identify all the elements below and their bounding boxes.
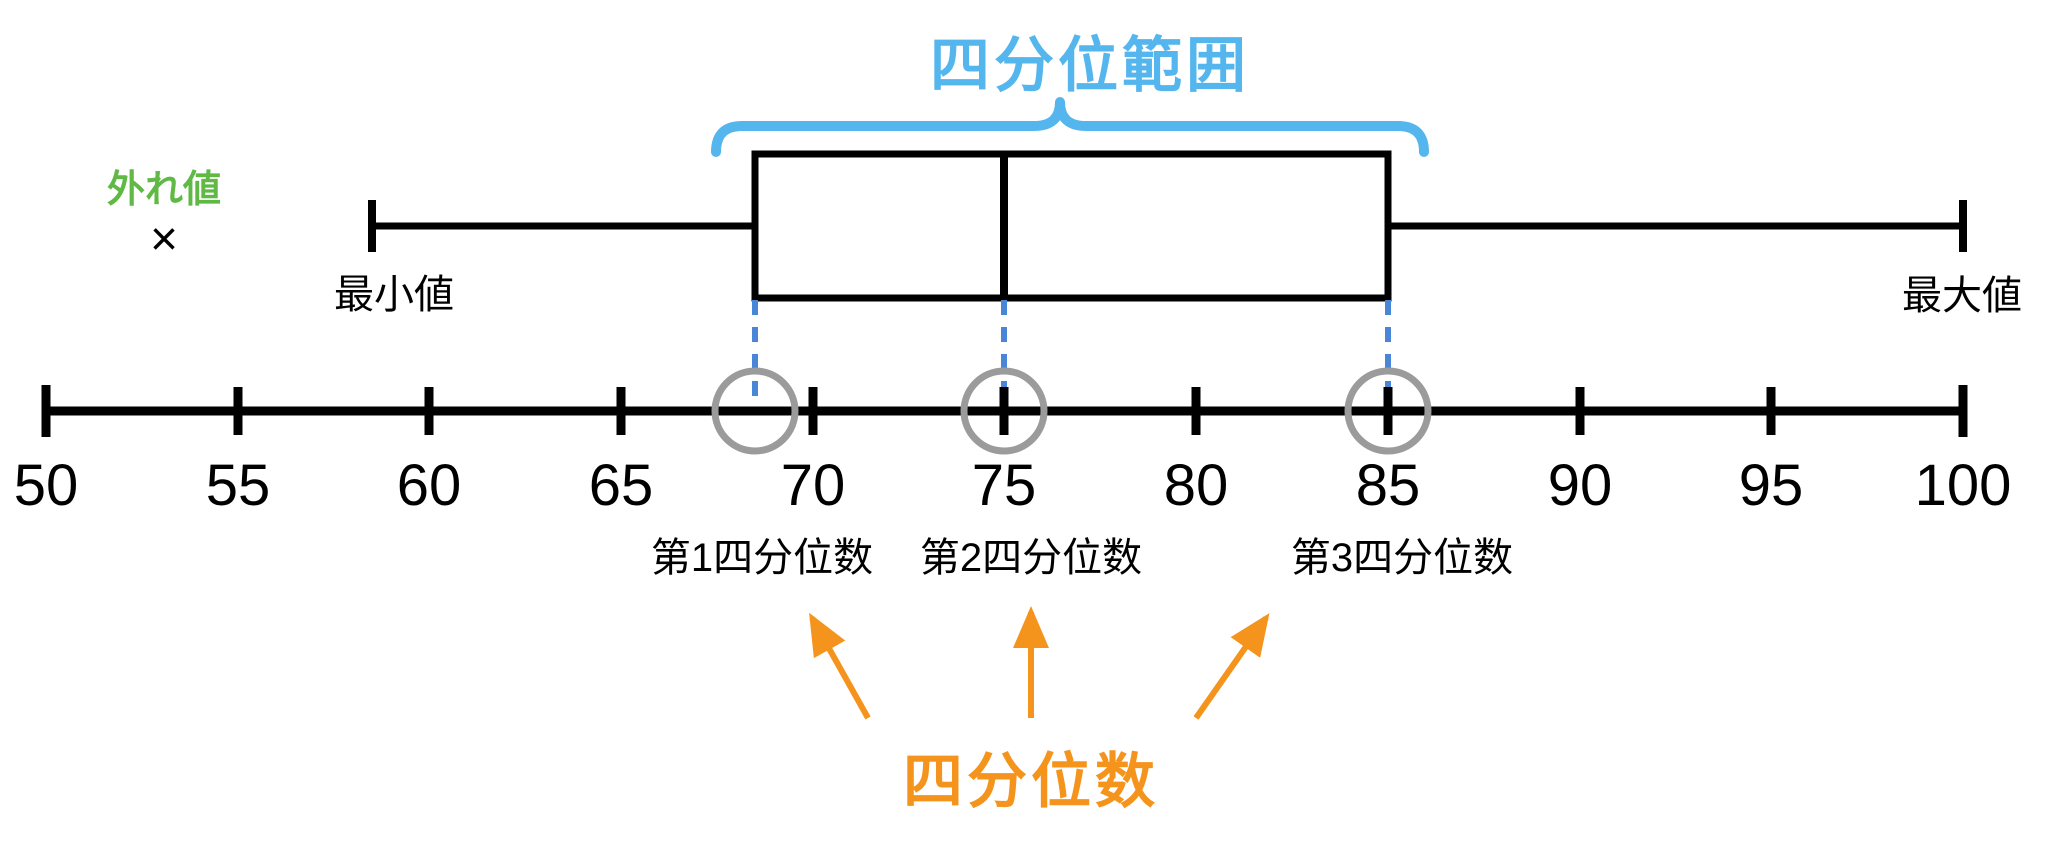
quartile-arrows [809, 606, 1270, 720]
axis-tick-label-100: 100 [1914, 453, 2012, 518]
axis-tick-label-65: 65 [588, 453, 654, 518]
axis-tick-label-55: 55 [205, 453, 271, 518]
arrow-to-q1 [809, 612, 871, 720]
iqr-brace [711, 97, 1429, 157]
quartiles-title: 四分位数 [903, 748, 1159, 815]
iqr-box [751, 150, 1392, 302]
q3-name-label: 第3四分位数 [1290, 536, 1514, 580]
q1-circle [711, 367, 799, 455]
iqr-title: 四分位範囲 [930, 32, 1250, 99]
outlier-mark: × [149, 213, 179, 266]
boxplot-shape [368, 150, 1967, 302]
arrow-to-q3 [1193, 613, 1270, 720]
axis-tick-label-95: 95 [1738, 453, 1804, 518]
axis-tick-label-75: 75 [971, 453, 1037, 518]
median-circle [960, 367, 1048, 455]
axis-tick-label-60: 60 [396, 453, 462, 518]
axis-tick-label-70: 70 [780, 453, 846, 518]
outlier-label: 外れ値 [106, 169, 222, 211]
number-line [41, 385, 1968, 437]
min-label: 最小値 [334, 273, 454, 317]
quartile-connectors [752, 300, 1391, 408]
axis-tick-label-50: 50 [13, 453, 79, 518]
axis-tick-label-85: 85 [1355, 453, 1421, 518]
q2-name-label: 第2四分位数 [919, 536, 1143, 580]
q1-name-label: 第1四分位数 [650, 536, 874, 580]
quartile-circles [711, 367, 1432, 455]
axis-tick-label-80: 80 [1163, 453, 1229, 518]
q3-circle [1344, 367, 1432, 455]
axis-tick-label-90: 90 [1547, 453, 1613, 518]
max-label: 最大値 [1902, 274, 2022, 318]
